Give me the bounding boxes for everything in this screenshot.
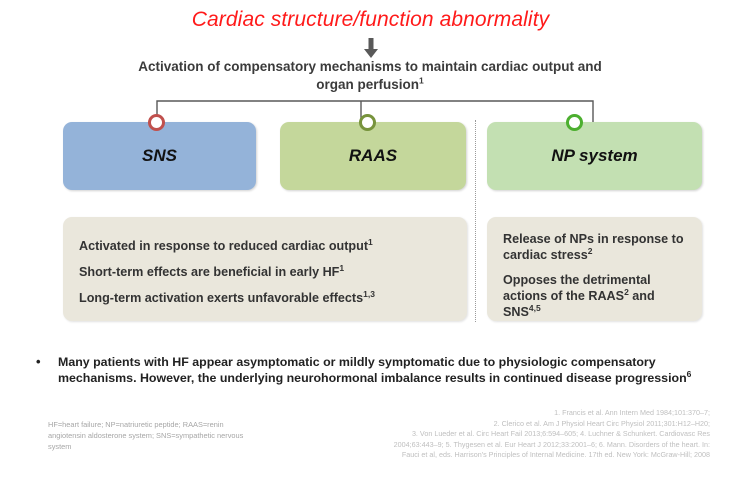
left-line-text: Short-term effects are beneficial in ear…: [79, 265, 340, 279]
right-line-text: Opposes the detrimental actions of the R…: [503, 273, 651, 303]
right-line-citation-2: 4,5: [528, 302, 541, 313]
right-panel-line: Opposes the detrimental actions of the R…: [503, 272, 686, 320]
left-line-text: Activated in response to reduced cardiac…: [79, 239, 369, 253]
right-line-citation: 2: [587, 245, 593, 256]
np-marker-ring: [566, 114, 583, 131]
left-panel-line: Long-term activation exerts unfavorable …: [79, 288, 451, 306]
left-line-text: Long-term activation exerts unfavorable …: [79, 291, 364, 305]
left-line-citation: 1,3: [363, 288, 375, 299]
sns-marker-ring: [148, 114, 165, 131]
bullet-text: Many patients with HF appear asymptomati…: [58, 354, 716, 386]
subtitle: Activation of compensatory mechanisms to…: [120, 58, 620, 94]
system-box-sns[interactable]: SNS: [63, 122, 256, 190]
bullet-marker: •: [36, 354, 41, 369]
system-box-raas[interactable]: RAAS: [280, 122, 466, 190]
right-content-panel: Release of NPs in response to cardiac st…: [487, 217, 702, 321]
reference-line: 3. Von Lueder et al. Circ Heart Fail 201…: [411, 429, 710, 438]
references-footnote: 1. Francis et al. Ann Intern Med 1984;10…: [255, 408, 710, 461]
reference-line: 1. Francis et al. Ann Intern Med 1984;10…: [554, 408, 710, 417]
page-title: Cardiac structure/function abnormality: [191, 8, 550, 31]
right-line-text-cont: and SNS: [503, 289, 655, 319]
reference-line: 2. Clerico et al. Am J Physiol Heart Cir…: [493, 418, 710, 428]
abbreviations-footnote: HF=heart failure; NP=natriuretic peptide…: [48, 420, 244, 451]
reference-line: Fauci et al, eds. Harrison's Principles …: [401, 450, 710, 459]
raas-marker-ring: [359, 114, 376, 131]
left-panel-line: Short-term effects are beneficial in ear…: [79, 262, 451, 280]
left-content-panel: Activated in response to reduced cardiac…: [63, 217, 467, 321]
left-line-citation: 1: [368, 236, 373, 247]
down-arrow-icon: [364, 38, 378, 58]
summary-bullet: • Many patients with HF appear asymptoma…: [36, 354, 716, 386]
right-line-citation: 2: [624, 286, 629, 297]
left-line-citation: 1: [339, 262, 345, 273]
reference-line: 2004;63:443–9; 5. Thygesen et al. Eur He…: [393, 439, 710, 449]
left-panel-line: Activated in response to reduced cardiac…: [79, 236, 451, 254]
bullet-citation: 6: [686, 368, 692, 379]
right-line-text: Release of NPs in response to cardiac st…: [503, 232, 684, 262]
right-panel-line: Release of NPs in response to cardiac st…: [503, 231, 686, 263]
column-divider: [475, 120, 476, 322]
system-box-np[interactable]: NP system: [487, 122, 702, 190]
bullet-body: Many patients with HF appear asymptomati…: [58, 355, 687, 385]
subtitle-citation: 1: [419, 75, 424, 86]
subtitle-text: Activation of compensatory mechanisms to…: [138, 59, 602, 92]
